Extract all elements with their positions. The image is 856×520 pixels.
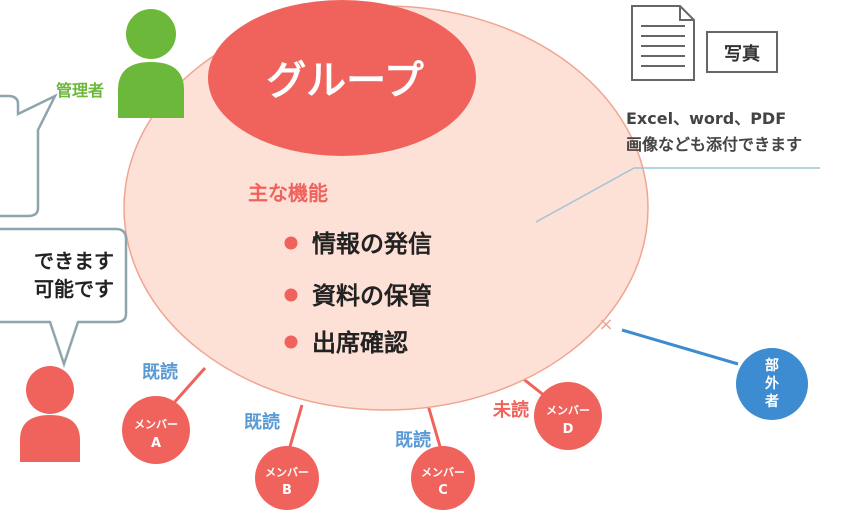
- feature-item-3: 出席確認: [312, 329, 408, 357]
- admin-speech-bubble: [0, 93, 58, 218]
- member-b: メンバー B: [255, 446, 319, 510]
- feature-bullet-2: [284, 288, 298, 302]
- outsider-char-3: 者: [765, 394, 779, 410]
- attachments-pointer-line: [535, 167, 635, 223]
- photo-box: [706, 31, 778, 73]
- connector-line-member-a: [170, 367, 207, 406]
- attachments-line-2: 画像なども添付できます: [626, 135, 802, 154]
- feature-bullet-1: [284, 236, 298, 250]
- member-b-status: 既読: [244, 411, 280, 433]
- admin-person-icon: [118, 9, 184, 118]
- outsider-char-1: 部: [765, 357, 779, 374]
- member-d-status: 未読: [493, 399, 529, 421]
- feature-item-1: 情報の発信: [312, 230, 432, 258]
- speech-bubble-line-1: できます: [34, 249, 114, 273]
- member-speech-bubble: [0, 227, 128, 368]
- connector-line-member-c: [426, 404, 443, 451]
- feature-bullet-3: [284, 335, 298, 349]
- connector-line-member-b: [287, 404, 304, 451]
- attachments-line-1: Excel、word、PDF: [626, 109, 786, 128]
- document-icon: [631, 5, 695, 81]
- sender-person-icon: [20, 366, 80, 462]
- member-a: メンバー A: [122, 396, 190, 464]
- member-a-status: 既読: [142, 361, 178, 383]
- member-c-name: メンバー: [421, 466, 465, 479]
- group-title-ellipse: [208, 0, 476, 156]
- member-c-letter: C: [438, 483, 448, 498]
- features-heading: 主な機能: [248, 181, 328, 205]
- member-c-status: 既読: [395, 429, 431, 451]
- feature-item-2: 資料の保管: [312, 282, 432, 310]
- member-b-letter: B: [282, 483, 292, 498]
- member-d: メンバー D: [534, 382, 602, 450]
- outsider-circle: 部 外 者: [736, 348, 808, 420]
- speech-bubble-line-2: 可能です: [34, 277, 114, 301]
- member-b-name: メンバー: [265, 466, 309, 479]
- member-d-name: メンバー: [546, 404, 590, 417]
- outsider-char-2: 外: [765, 375, 779, 392]
- member-a-name: メンバー: [134, 418, 178, 431]
- photo-label: 写真: [724, 43, 760, 65]
- member-d-letter: D: [563, 422, 574, 437]
- member-c: メンバー C: [411, 446, 475, 510]
- outsider-connector-line: [621, 328, 739, 366]
- admin-label: 管理者: [56, 81, 104, 100]
- member-a-letter: A: [151, 436, 161, 451]
- group-title: グループ: [266, 58, 424, 104]
- blocked-mark: ×: [598, 314, 613, 335]
